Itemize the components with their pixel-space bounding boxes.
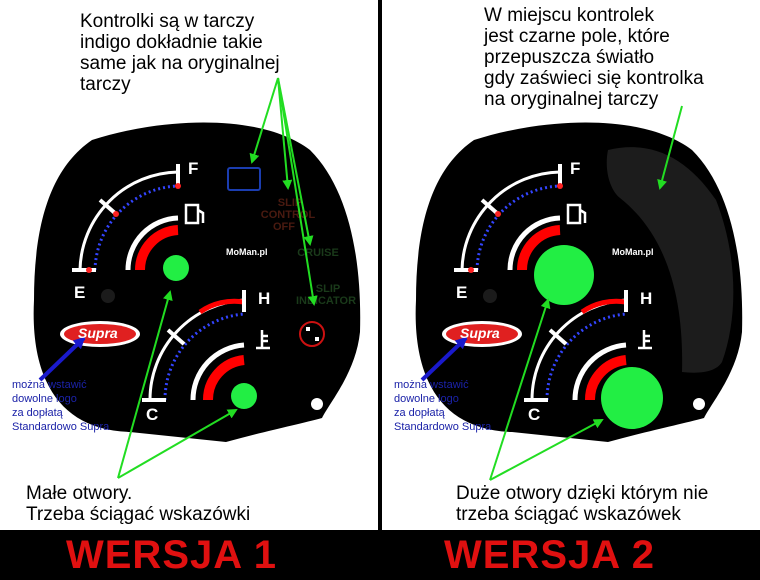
- left-title: WERSJA 1: [66, 533, 278, 577]
- dial-left: SLIP CONTROL OFF CRUISE SLIP INDICATOR: [33, 122, 361, 443]
- left-top-note: Kontrolki są w tarczy indigo dokładnie t…: [80, 11, 280, 96]
- dial-right: [415, 122, 743, 443]
- right-top-note-line: przepuszcza światło: [484, 46, 655, 68]
- left-top-note-line: indigo dokładnie takie: [80, 31, 263, 53]
- right-top-note-line: W miejscu kontrolek: [484, 5, 654, 26]
- warn-slip-2: SLIP: [316, 283, 340, 295]
- left-side-note-line: za dopłatą: [12, 407, 63, 419]
- left-bottom-note-line: Trzeba ściągać wskazówki: [26, 503, 251, 525]
- fuel-needle-hole: [163, 255, 189, 281]
- panel-divider: [378, 0, 382, 530]
- warn-off: OFF: [273, 221, 295, 233]
- left-top-note-line: Kontrolki są w tarczy: [80, 11, 255, 32]
- right-top-note: W miejscu kontrolek jest czarne pole, kt…: [484, 5, 704, 110]
- abs-warning-icon: [299, 321, 325, 347]
- fuel-needle-hole-large: [534, 245, 594, 305]
- left-top-note-line: same jak na oryginalnej: [80, 52, 280, 74]
- left-top-note-line: tarczy: [80, 73, 131, 95]
- temp-gauge: [142, 290, 270, 409]
- left-side-note: można wstawić dowolne logo za dopłatą St…: [12, 378, 109, 434]
- left-side-note-line: można wstawić: [12, 379, 87, 391]
- warn-cruise: CRUISE: [297, 247, 339, 259]
- temp-needle-hole-large: [601, 367, 663, 429]
- fuel-full-label-r: F: [570, 159, 581, 178]
- fuel-gauge: [72, 164, 205, 281]
- warn-slip: SLIP: [278, 197, 302, 209]
- left-side-note-line: Standardowo Supra: [12, 421, 110, 433]
- right-side-note-line: dowolne logo: [394, 393, 459, 405]
- left-bottom-note: Małe otwory. Trzeba ściągać wskazówki: [26, 483, 251, 526]
- right-side-note-line: Standardowo Supra: [394, 421, 492, 433]
- right-bottom-note: Duże otwory dzięki którym nie trzeba ści…: [456, 483, 709, 526]
- fuel-full-label: F: [188, 159, 199, 178]
- right-top-note-line: jest czarne pole, które: [484, 25, 670, 47]
- fuel-empty-label: E: [74, 283, 86, 302]
- right-top-note-line: gdy zaświeci się kontrolka: [484, 67, 704, 89]
- right-bottom-note-line: Duże otwory dzięki którym nie: [456, 483, 709, 504]
- temp-hot-label-r: H: [640, 289, 653, 308]
- temp-cold-label: C: [146, 405, 159, 424]
- temp-hot-label: H: [258, 289, 271, 308]
- supra-logo-text: Supra: [78, 325, 118, 341]
- right-title: WERSJA 2: [444, 533, 656, 577]
- right-side-note: można wstawić dowolne logo za dopłatą St…: [394, 378, 491, 434]
- warn-indicator: INDICATOR: [296, 295, 356, 307]
- warn-control: CONTROL: [261, 209, 316, 221]
- right-side-note-line: można wstawić: [394, 379, 469, 391]
- right-side-note-line: za dopłatą: [394, 407, 445, 419]
- temp-gauge-r: [524, 290, 663, 429]
- gauge-illustrations: SLIP CONTROL OFF CRUISE SLIP INDICATOR: [33, 77, 743, 481]
- fuel-gauge-r: [454, 164, 594, 305]
- right-bottom-note-line: trzeba ściągać wskazówek: [456, 503, 681, 525]
- temp-needle-hole: [231, 383, 257, 409]
- temp-cold-label-r: C: [528, 405, 541, 424]
- left-side-note-line: dowolne logo: [12, 393, 77, 405]
- right-top-note-line: na oryginalnej tarczy: [484, 88, 659, 110]
- fuel-empty-label-r: E: [456, 283, 468, 302]
- brand-label-r: MoMan.pl: [612, 247, 654, 257]
- title-banner: [0, 530, 760, 580]
- brand-label: MoMan.pl: [226, 247, 268, 257]
- left-bottom-note-line: Małe otwory.: [26, 483, 133, 504]
- warning-light-window: [606, 147, 734, 373]
- supra-logo-text-r: Supra: [460, 325, 500, 341]
